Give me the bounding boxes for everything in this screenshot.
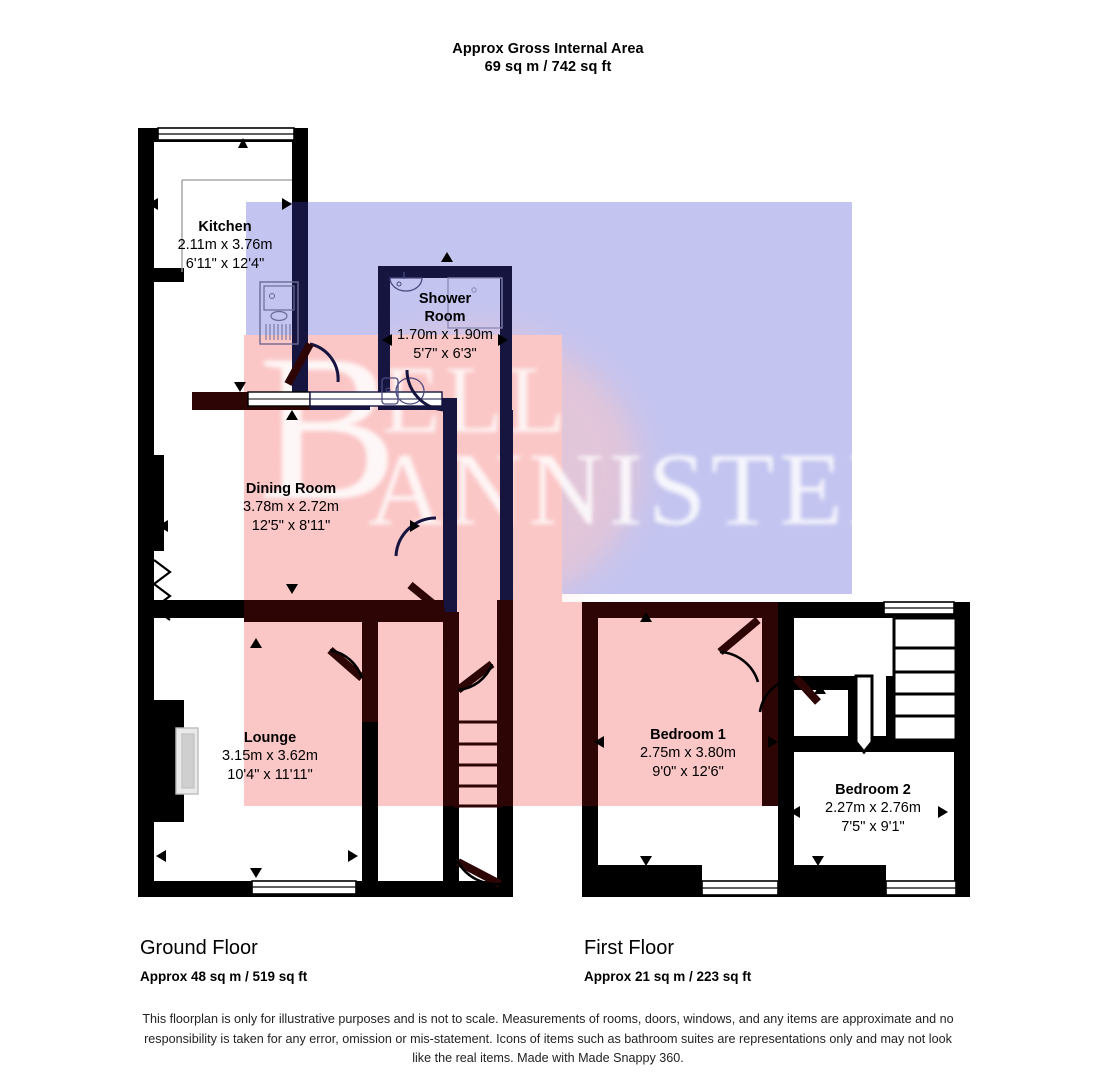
kitchen-window xyxy=(157,127,295,141)
arrow-right xyxy=(282,198,292,210)
room-label-bedroom-2: Bedroom 2 2.27m x 2.76m 7'5" x 9'1" xyxy=(798,781,948,837)
arrow-down xyxy=(234,382,246,392)
arrow-down xyxy=(812,856,824,866)
room-metric: 2.11m x 3.76m xyxy=(177,237,273,253)
arrow-up xyxy=(640,612,652,622)
room-name-line-2: Room xyxy=(424,309,466,325)
arrow-up xyxy=(238,138,248,148)
floor-area: Approx 48 sq m / 519 sq ft xyxy=(140,969,308,984)
first-floor-inner-walls xyxy=(582,602,854,806)
arrow-up xyxy=(441,252,453,262)
room-name: Lounge xyxy=(243,730,297,746)
first-floor-doors xyxy=(717,616,821,713)
arrow-up xyxy=(814,684,826,694)
basin-icon xyxy=(389,272,423,292)
arrow-right xyxy=(348,850,358,862)
room-name: Dining Room xyxy=(245,481,337,497)
room-label-kitchen: Kitchen 2.11m x 3.76m 6'11" x 12'4" xyxy=(150,218,300,274)
shower-tray-icon xyxy=(447,277,503,329)
arrow-right xyxy=(938,806,948,818)
view-direction-arrows-first xyxy=(594,612,948,866)
arrow-right xyxy=(498,334,508,346)
staircase-first xyxy=(854,616,958,755)
svg-text:B: B xyxy=(258,312,398,544)
fireplace-icon xyxy=(175,727,199,795)
header-line-2: 69 sq m / 742 sq ft xyxy=(484,59,612,75)
room-metric: 1.70m x 1.90m xyxy=(397,327,493,343)
room-metric: 3.78m x 2.72m xyxy=(243,499,339,515)
room-imperial: 5'7" x 6'3" xyxy=(413,346,477,362)
floor-title: Ground Floor xyxy=(140,937,258,959)
first-floor-windows xyxy=(701,601,957,896)
dining-window xyxy=(247,391,443,407)
floor-title: First Floor xyxy=(584,937,674,959)
room-metric: 2.75m x 3.80m xyxy=(640,745,736,761)
ground-floor-doors xyxy=(309,342,446,557)
arrow-down xyxy=(640,856,652,866)
svg-text:ANNISTER: ANNISTER xyxy=(368,432,922,547)
disclaimer-text: This floorplan is only for illustrative … xyxy=(142,1012,954,1065)
first-floor-caption: First Floor Approx 21 sq m / 223 sq ft xyxy=(584,936,751,987)
floor-area: Approx 21 sq m / 223 sq ft xyxy=(584,969,752,984)
staircase-ground xyxy=(453,720,503,808)
room-imperial: 9'0" x 12'6" xyxy=(652,764,724,780)
arrow-left xyxy=(148,198,158,210)
arrow-up xyxy=(250,638,262,648)
lounge-window xyxy=(251,880,357,895)
view-direction-arrows-ground xyxy=(148,138,508,878)
ground-floor-plan xyxy=(138,127,513,897)
room-label-lounge: Lounge 3.15m x 3.62m 10'4" x 11'11" xyxy=(195,729,345,785)
header-line-1: Approx Gross Internal Area xyxy=(452,41,644,57)
arrow-down xyxy=(286,584,298,594)
kitchen-counter-outline xyxy=(181,179,292,272)
ground-floor-door-arcs xyxy=(329,648,501,886)
arrow-down xyxy=(250,868,262,878)
arrow-left xyxy=(790,806,800,818)
ground-floor-caption: Ground Floor Approx 48 sq m / 519 sq ft xyxy=(140,936,307,987)
room-imperial: 12'5" x 8'11" xyxy=(251,518,331,534)
room-name: Kitchen xyxy=(198,219,252,235)
arrow-left xyxy=(156,850,166,862)
room-imperial: 6'11" x 12'4" xyxy=(185,256,265,272)
watermark: B ELL ANNISTER xyxy=(258,312,922,547)
room-imperial: 10'4" x 11'11" xyxy=(227,767,313,783)
room-name: Bedroom 1 xyxy=(650,727,726,743)
arrow-left xyxy=(594,736,604,748)
gross-internal-area-header: Approx Gross Internal Area 69 sq m / 742… xyxy=(0,40,1096,76)
arrow-right xyxy=(768,736,778,748)
room-label-shower-room: Shower Room 1.70m x 1.90m 5'7" x 6'3" xyxy=(370,290,520,364)
wc-icon xyxy=(381,377,425,405)
room-name: Bedroom 2 xyxy=(835,782,911,798)
room-metric: 2.27m x 2.76m xyxy=(825,800,921,816)
arrow-right xyxy=(410,520,420,532)
arrow-up xyxy=(286,410,298,420)
room-metric: 3.15m x 3.62m xyxy=(222,748,318,764)
first-floor-plan xyxy=(582,601,970,897)
room-name-line-1: Shower xyxy=(418,291,472,307)
room-label-dining-room: Dining Room 3.78m x 2.72m 12'5" x 8'11" xyxy=(215,480,367,536)
room-imperial: 7'5" x 9'1" xyxy=(841,819,905,835)
ground-floor-door-leaves xyxy=(284,342,502,888)
arrow-left xyxy=(158,520,168,532)
wall-zigzag-marker xyxy=(152,559,172,621)
room-label-bedroom-1: Bedroom 1 2.75m x 3.80m 9'0" x 12'6" xyxy=(613,726,763,782)
arrow-left xyxy=(382,334,392,346)
sink-icon xyxy=(259,281,299,345)
